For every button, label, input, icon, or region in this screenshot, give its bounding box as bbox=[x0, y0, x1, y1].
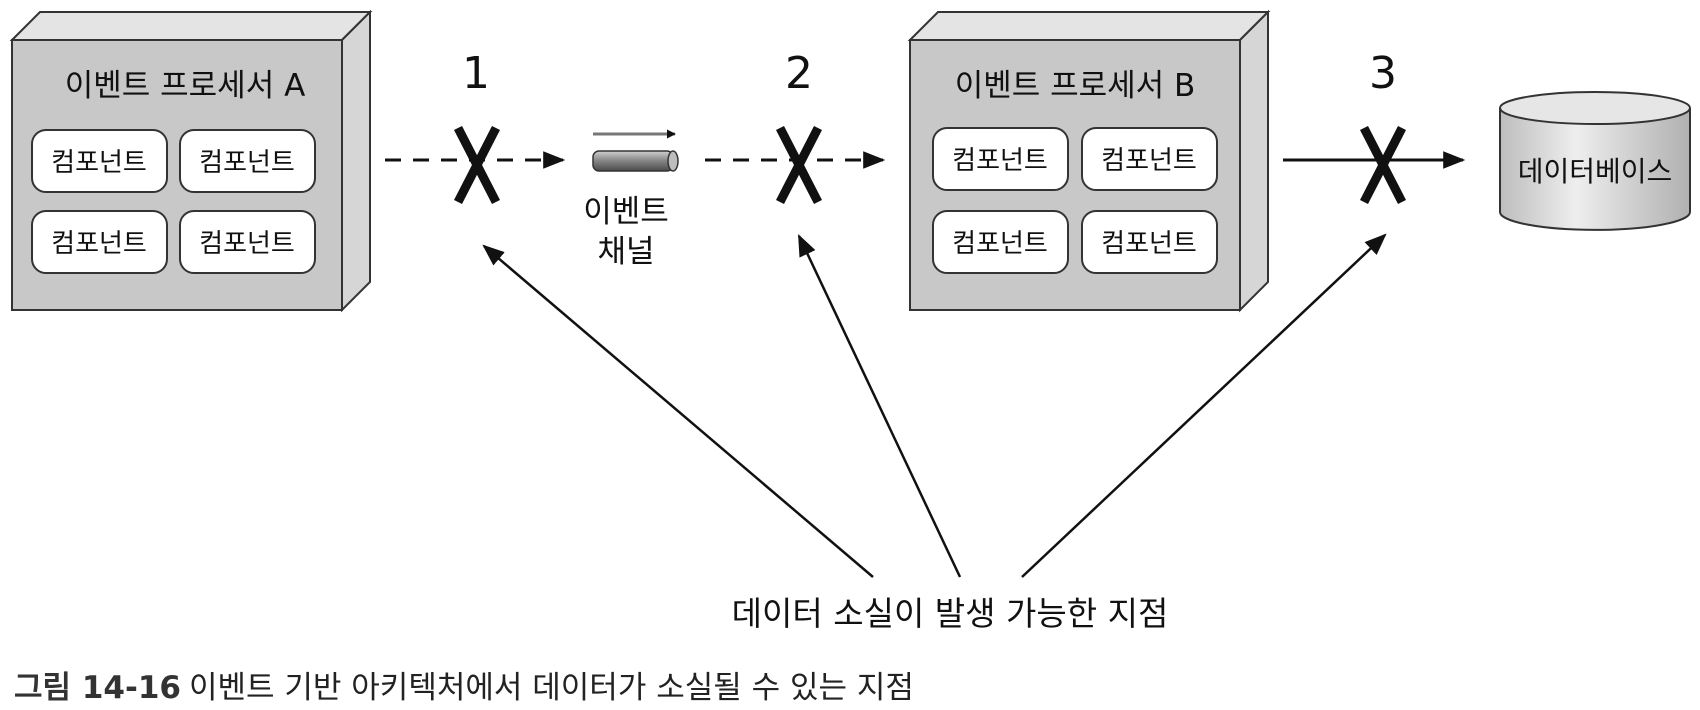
loss-point-2: 2 bbox=[775, 48, 823, 205]
processor-b-component-box bbox=[1081, 210, 1218, 274]
loss-point-number: 3 bbox=[1369, 48, 1397, 99]
processor-a-component-box bbox=[31, 210, 168, 274]
processor-a-component-box bbox=[179, 129, 316, 193]
channel-label-line2: 채널 bbox=[597, 234, 654, 270]
pointer-arrow-to-point-2 bbox=[797, 234, 962, 578]
processor-b-top-face bbox=[907, 11, 1271, 41]
x-cross-icon bbox=[453, 125, 501, 205]
processor-a-component-label: 컴포넌트 bbox=[51, 148, 147, 178]
processor-b-component-box bbox=[932, 127, 1069, 191]
processor-a-title: 이벤트 프로세서 A bbox=[65, 68, 306, 104]
loss-point-number: 1 bbox=[462, 48, 490, 99]
x-cross-icon bbox=[775, 125, 823, 205]
processor-a-top-face bbox=[9, 11, 373, 41]
processor-b-component-label: 컴포넌트 bbox=[952, 229, 1048, 259]
database: 데이터베이스 bbox=[1499, 91, 1691, 231]
pointer-arrow-to-point-1 bbox=[482, 244, 874, 578]
processor-b-side-face bbox=[1239, 9, 1269, 313]
processor-a-component-box bbox=[31, 129, 168, 193]
database-cylinder-top bbox=[1499, 91, 1691, 125]
event-processor-a: 이벤트 프로세서 A 컴포넌트 컴포넌트 컴포넌트 컴포넌트 bbox=[9, 9, 373, 313]
channel-pipe-icon bbox=[592, 150, 674, 172]
event-channel: 이벤트 채널 bbox=[583, 129, 679, 270]
processor-a-component-label: 컴포넌트 bbox=[199, 229, 295, 259]
figure-caption-text: 이벤트 기반 아키텍처에서 데이터가 소실될 수 있는 지점 bbox=[188, 670, 914, 706]
loss-pointer-arrows bbox=[482, 233, 1387, 578]
event-processor-b: 이벤트 프로세서 B 컴포넌트 컴포넌트 컴포넌트 컴포넌트 bbox=[907, 9, 1271, 313]
channel-pipe-end bbox=[667, 150, 679, 172]
database-cylinder-body bbox=[1499, 108, 1691, 231]
processor-b-title: 이벤트 프로세서 B bbox=[955, 68, 1196, 104]
channel-label-line1: 이벤트 bbox=[583, 194, 669, 230]
processor-a-component-label: 컴포넌트 bbox=[51, 229, 147, 259]
processor-b-component-label: 컴포넌트 bbox=[1101, 146, 1197, 176]
figure-number: 그림 14-16 bbox=[14, 670, 181, 706]
loss-point-number: 2 bbox=[785, 48, 813, 99]
processor-a-component-box bbox=[179, 210, 316, 274]
loss-point-3: 3 bbox=[1359, 48, 1407, 205]
database-label: 데이터베이스 bbox=[1518, 155, 1673, 188]
loss-points-label: 데이터 소실이 발생 가능한 지점 bbox=[732, 594, 1169, 633]
loss-point-1: 1 bbox=[453, 48, 501, 205]
processor-b-component-label: 컴포넌트 bbox=[1101, 229, 1197, 259]
processor-a-component-label: 컴포넌트 bbox=[199, 148, 295, 178]
processor-a-side-face bbox=[341, 9, 371, 313]
x-cross-icon bbox=[1359, 125, 1407, 205]
processor-b-component-box bbox=[932, 210, 1069, 274]
processor-b-component-label: 컴포넌트 bbox=[952, 146, 1048, 176]
processor-b-component-box bbox=[1081, 127, 1218, 191]
pointer-arrow-to-point-3 bbox=[1021, 233, 1387, 578]
